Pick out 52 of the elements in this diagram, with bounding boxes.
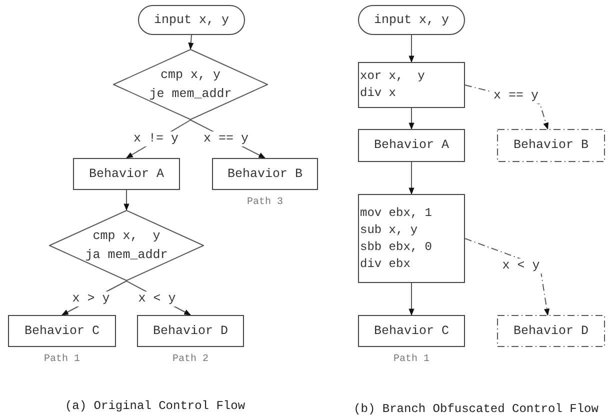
code-line: sub x, y [360, 222, 419, 238]
edge-label: x > y [70, 292, 112, 306]
decision-diamond [49, 210, 204, 281]
node-text: cmp x, y [92, 228, 160, 244]
node-text: input x, y [154, 12, 229, 29]
node-text: Behavior C [24, 322, 100, 340]
dashed-process-box [497, 129, 605, 162]
node-text: Behavior D [152, 322, 228, 340]
node-text: Behavior B [513, 137, 588, 154]
code-line: div x [360, 85, 398, 102]
process-box [137, 315, 244, 347]
node-text: Behavior C [374, 322, 449, 340]
edge-label: x < y [136, 292, 178, 306]
arrow [188, 34, 194, 50]
process-box [358, 315, 465, 347]
node-text: cmp x, y [160, 66, 220, 84]
terminal-pill [358, 5, 465, 35]
caption: (a) Original Control Flow [64, 398, 246, 415]
node-text: Behavior D [513, 322, 588, 340]
edge-label: x < y [500, 258, 542, 274]
code-line: div ebx [360, 256, 412, 272]
path-label: Path 1 [394, 352, 430, 367]
process-box [212, 158, 318, 190]
node-text: input x, y [374, 12, 449, 29]
arrow [408, 34, 414, 63]
arrow [408, 162, 414, 195]
node-text: Behavior A [374, 137, 449, 154]
edge-label: x == y [492, 88, 540, 104]
process-box [8, 315, 116, 347]
process-box [73, 158, 180, 190]
code-line: mov ebx, 1 [360, 204, 434, 222]
node-text: Behavior A [88, 166, 164, 183]
path-label: Path 3 [247, 196, 283, 210]
code-box [358, 194, 465, 283]
code-box [358, 62, 465, 108]
edge-label: x != y [132, 132, 180, 146]
code-line: sbb ebx, 0 [360, 238, 434, 256]
path-label: Path 2 [172, 352, 208, 367]
decision-diamond [113, 49, 268, 120]
arrow [408, 282, 414, 316]
caption: (b) Branch Obfuscated Control Flow [352, 401, 600, 418]
node-text: je mem_addr [149, 86, 232, 102]
terminal-pill [138, 5, 245, 35]
dashed-process-box [497, 315, 605, 347]
node-text: Behavior B [227, 166, 302, 183]
process-box [358, 129, 465, 162]
arrow [124, 190, 130, 211]
code-line: xor x, y [360, 68, 426, 85]
node-text: ja mem_addr [85, 246, 168, 264]
edge-label: x == y [202, 132, 250, 146]
arrow [408, 108, 414, 130]
path-label: Path 1 [44, 352, 80, 367]
